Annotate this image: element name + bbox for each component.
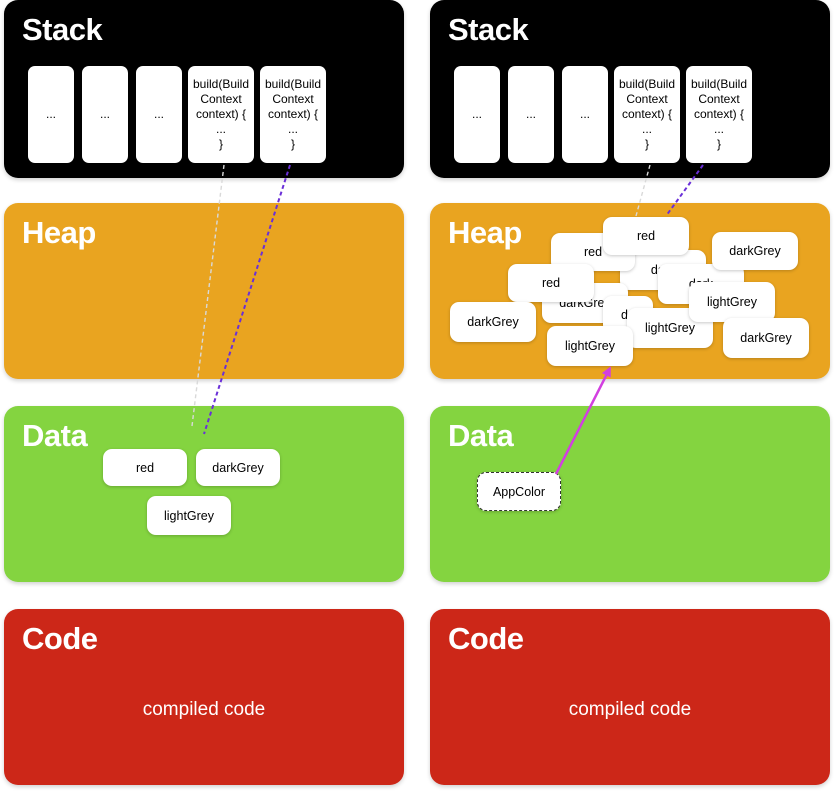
left-data-object-darkgrey: darkGrey [196,449,280,486]
left-heap-region: Heap [4,203,404,379]
right-heap-object-10: lightGrey [689,282,775,322]
left-stack-title: Stack [22,12,103,47]
right-heap-object-7: red [508,264,594,302]
left-stack-build-frame-1: build(Build Context context) { ... } [188,66,254,163]
right-heap-object-6: darkGrey [712,232,798,270]
left-data-region: Data red darkGrey lightGrey [4,406,404,582]
right-data-region: Data AppColor [430,406,830,582]
left-stack-region: Stack ... ... ... build(Build Context co… [4,0,404,178]
left-heap-title: Heap [22,215,96,250]
right-stack-frame-3: ... [562,66,608,163]
left-stack-frame-1: ... [28,66,74,163]
right-code-title: Code [448,621,524,656]
left-data-object-red: red [103,449,187,486]
right-heap-object-8: darkGrey [450,302,536,342]
left-stack-frame-2: ... [82,66,128,163]
left-code-text: compiled code [142,699,266,720]
right-code-text: compiled code [568,699,692,720]
left-code-region: Code compiled code [4,609,404,785]
right-heap-title: Heap [448,215,522,250]
right-stack-build-frame-1: build(Build Context context) { ... } [614,66,680,163]
left-stack-build-frame-2: build(Build Context context) { ... } [260,66,326,163]
right-heap-object-11: darkGrey [723,318,809,358]
right-stack-build-frame-2: build(Build Context context) { ... } [686,66,752,163]
left-data-title: Data [22,418,88,453]
right-code-region: Code compiled code [430,609,830,785]
right-heap-object-12: lightGrey [547,326,633,366]
right-stack-frame-1: ... [454,66,500,163]
right-heap-object-13: red [603,217,689,255]
left-stack-frame-3: ... [136,66,182,163]
left-data-object-lightgrey: lightGrey [147,496,231,535]
right-stack-frame-2: ... [508,66,554,163]
right-stack-title: Stack [448,12,529,47]
left-code-title: Code [22,621,98,656]
right-data-title: Data [448,418,514,453]
right-data-object-appcolor: AppColor [477,472,561,511]
right-stack-region: Stack ... ... ... build(Build Context co… [430,0,830,178]
right-heap-region: Heap dark dark darkGrey da red darkGrey … [430,203,830,379]
